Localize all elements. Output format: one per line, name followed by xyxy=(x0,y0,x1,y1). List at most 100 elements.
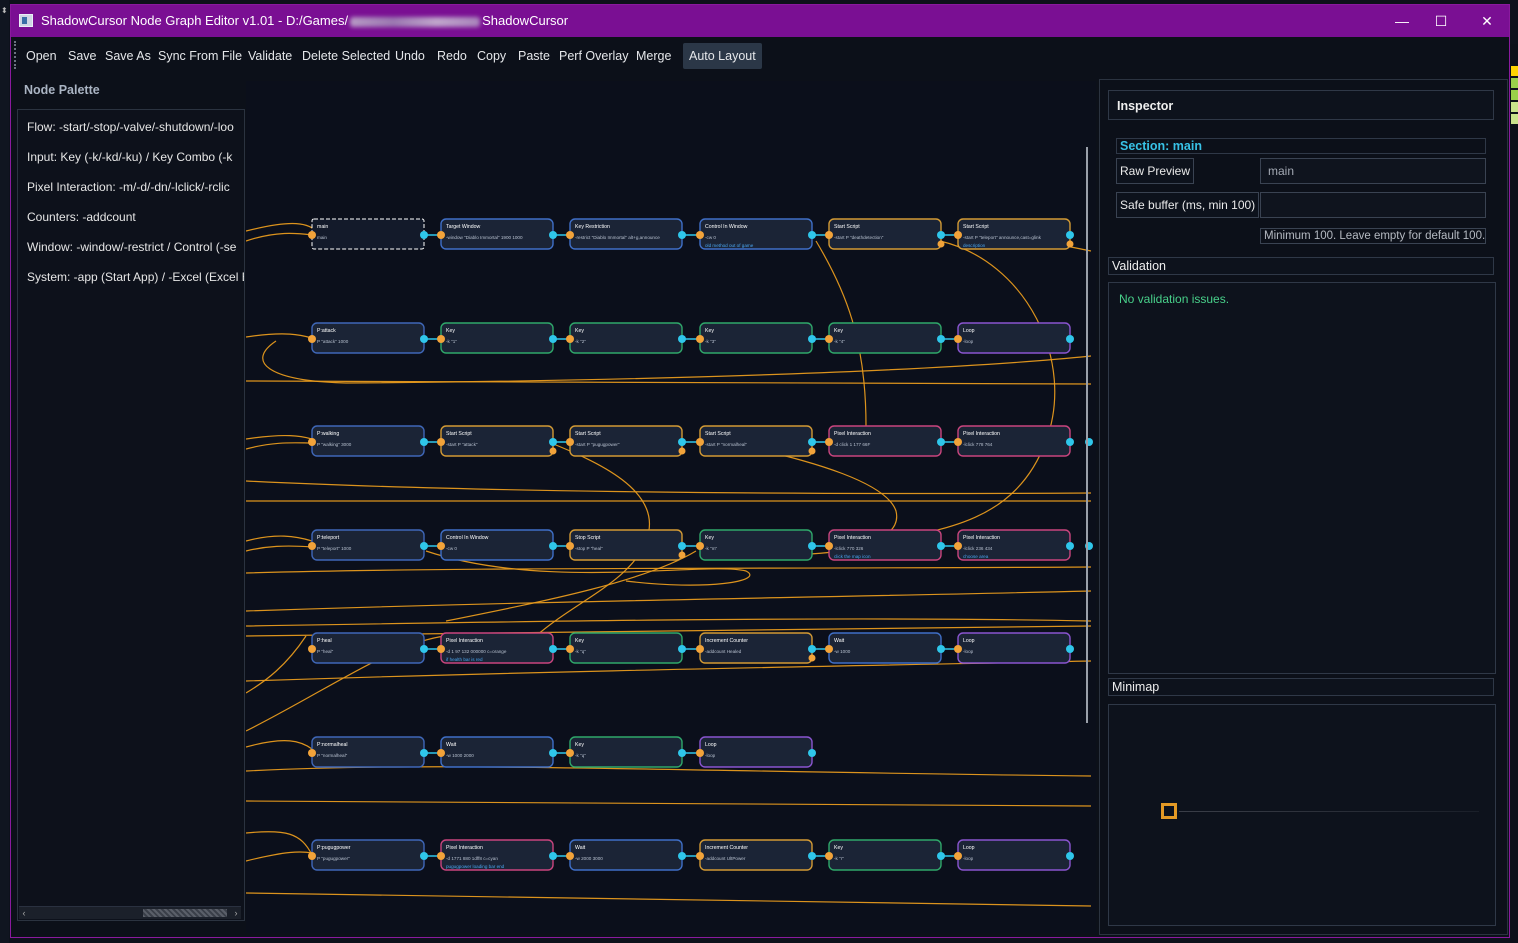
graph-node[interactable]: Key-k "m" xyxy=(682,530,816,560)
graph-node[interactable]: P:pugugpowerP "pugugpower" xyxy=(308,840,428,870)
node-title: P:attack xyxy=(317,328,336,334)
auto-layout-button[interactable]: Auto Layout xyxy=(683,43,762,69)
delete-selected-button[interactable]: Delete Selected xyxy=(300,43,392,69)
validate-button[interactable]: Validate xyxy=(246,43,294,69)
safe-buffer-input[interactable] xyxy=(1260,192,1486,218)
graph-node[interactable]: Key-k "r" xyxy=(812,840,945,870)
title-bar[interactable]: ShadowCursor Node Graph Editor v1.01 - D… xyxy=(11,5,1509,37)
graph-svg: mainmainTarget Window-window "Diablo Imm… xyxy=(246,81,1096,933)
node-params: -loop xyxy=(963,339,974,344)
node-title: Key xyxy=(834,328,843,334)
wire-1 xyxy=(246,233,312,241)
graph-node[interactable]: Key-k "4" xyxy=(812,323,945,353)
graph-node[interactable]: Pixel Interaction-d 1771 880 1dff8 c=cya… xyxy=(424,840,557,870)
node-params: P "teleport" 1000 xyxy=(317,546,352,551)
graph-node[interactable]: P:walking P "walking" 3000 xyxy=(308,426,428,456)
graph-node[interactable]: Key-k "2" xyxy=(553,323,686,353)
node-output-port xyxy=(1066,852,1074,860)
graph-node[interactable]: Pixel Interaction-lclick 778 764 xyxy=(941,426,1074,456)
scroll-left-arrow-icon[interactable]: ‹ xyxy=(19,907,29,919)
node-body xyxy=(829,323,941,353)
graph-node[interactable]: Loop-loop xyxy=(682,737,816,767)
graph-node[interactable]: Start Script-start P "teleport" announce… xyxy=(941,219,1074,249)
graph-node[interactable]: Key-k "3" xyxy=(682,323,816,353)
scrollbar-thumb[interactable] xyxy=(143,909,227,917)
graph-node[interactable]: P:attackP "attack" 1000 xyxy=(308,323,428,353)
palette-item-pixel-interaction[interactable]: Pixel Interaction: -m/-d/-dn/-lclick/-rc… xyxy=(27,180,230,194)
node-title: Pixel Interaction xyxy=(446,638,483,644)
palette-item-counters[interactable]: Counters: -addcount xyxy=(27,210,136,224)
graph-node[interactable]: Key Restriction-restrict "Diablo Immorta… xyxy=(553,219,686,249)
graph-node[interactable]: Key-k "q" xyxy=(553,737,686,767)
graph-node[interactable]: Increment Counter-addcount UltPower xyxy=(682,840,816,870)
node-params: P "walking" 3000 xyxy=(317,442,352,447)
node-title: Increment Counter xyxy=(705,638,748,644)
graph-node[interactable]: Control In Window-cw 0old method out of … xyxy=(682,219,816,249)
canvas-vertical-scrollbar[interactable] xyxy=(1086,147,1088,723)
wire-2 xyxy=(246,334,312,338)
save-button[interactable]: Save xyxy=(66,43,99,69)
safe-buffer-hint: Minimum 100. Leave empty for default 100… xyxy=(1260,228,1486,244)
graph-node[interactable]: Start Script-start P "attack" xyxy=(424,426,557,456)
close-button[interactable]: ✕ xyxy=(1464,5,1510,37)
graph-node[interactable]: Wait-w 2000 3000 xyxy=(553,840,686,870)
node-title: P:heal xyxy=(317,638,332,644)
graph-node[interactable]: P:normalhealP "normalheal" xyxy=(308,737,428,767)
save-as-button[interactable]: Save As xyxy=(103,43,153,69)
node-title: Control In Window xyxy=(446,535,489,541)
graph-node[interactable]: Increment Counter-addcount Healed xyxy=(682,633,816,663)
minimap-viewport[interactable] xyxy=(1161,803,1177,819)
node-title: Pixel Interaction xyxy=(963,431,1000,437)
raw-preview-label[interactable]: Raw Preview xyxy=(1116,158,1194,184)
graph-node[interactable]: P:teleport P "teleport" 1000 xyxy=(308,530,428,560)
minimap[interactable] xyxy=(1108,704,1496,926)
graph-node[interactable]: Pixel Interaction-lclick 236 434choose a… xyxy=(941,530,1074,560)
graph-node[interactable]: Pixel Interaction-lclick 770 326click th… xyxy=(812,530,945,560)
node-params: -addcount UltPower xyxy=(705,856,746,861)
open-button[interactable]: Open xyxy=(24,43,59,69)
graph-node[interactable]: Target Window-window "Diablo Immortal" 1… xyxy=(424,219,557,249)
graph-node[interactable]: Loop-loop xyxy=(941,840,1074,870)
palette-item-input[interactable]: Input: Key (-k/-kd/-ku) / Key Combo (-k xyxy=(27,150,232,164)
graph-node[interactable]: mainmain xyxy=(308,219,428,249)
graph-node[interactable]: Stop Script-stop P "heal" xyxy=(553,530,686,560)
sync-from-file-button[interactable]: Sync From File xyxy=(156,43,244,69)
palette-item-window[interactable]: Window: -window/-restrict / Control (-se xyxy=(27,240,236,254)
graph-canvas[interactable]: mainmainTarget Window-window "Diablo Imm… xyxy=(246,81,1096,933)
palette-item-flow[interactable]: Flow: -start/-stop/-valve/-shutdown/-loo xyxy=(27,120,234,134)
palette-item-system[interactable]: System: -app (Start App) / -Excel (Excel… xyxy=(27,270,245,284)
node-title: P:teleport xyxy=(317,535,340,541)
graph-node[interactable]: Key-k "q" xyxy=(553,633,686,663)
graph-node[interactable]: Start Script-start P "deathdetection" xyxy=(812,219,945,249)
node-input-port xyxy=(566,231,574,239)
toolbar-grip[interactable] xyxy=(14,41,18,69)
redo-button[interactable]: Redo xyxy=(435,43,469,69)
node-input-port xyxy=(308,645,316,653)
graph-node[interactable]: Key-k "1" xyxy=(424,323,557,353)
node-title: P:walking xyxy=(317,431,339,437)
raw-preview-field[interactable]: main xyxy=(1260,158,1486,184)
undo-button[interactable]: Undo xyxy=(393,43,427,69)
graph-node[interactable]: Loop-loop xyxy=(941,633,1074,663)
graph-node[interactable]: Control In Window -cw 0 xyxy=(424,530,557,560)
graph-node[interactable]: Start Script-start P "pugugpower" xyxy=(553,426,686,456)
graph-node[interactable]: Wait-w 1000 2000 xyxy=(424,737,557,767)
copy-button[interactable]: Copy xyxy=(475,43,508,69)
graph-node[interactable]: Pixel Interaction-d click 1 177 66F xyxy=(812,426,945,456)
graph-node[interactable]: Pixel Interaction-d 1 97 132 000000 c=or… xyxy=(424,633,557,663)
merge-button[interactable]: Merge xyxy=(634,43,673,69)
scroll-right-arrow-icon[interactable]: › xyxy=(231,907,241,919)
maximize-button[interactable]: ☐ xyxy=(1418,5,1464,37)
node-params: -cw 0 xyxy=(446,546,457,551)
node-input-port xyxy=(825,645,833,653)
graph-node[interactable]: P:healP "heal" xyxy=(308,633,428,663)
graph-node[interactable]: Start Script-start P "normalheal" xyxy=(682,426,816,456)
app-icon xyxy=(19,14,33,27)
graph-node[interactable]: Loop-loop xyxy=(941,323,1074,353)
palette-horizontal-scrollbar[interactable]: ‹ › xyxy=(19,906,241,919)
validation-title: Validation xyxy=(1108,257,1494,275)
node-input-port xyxy=(308,542,316,550)
perf-overlay-button[interactable]: Perf Overlay xyxy=(557,43,630,69)
paste-button[interactable]: Paste xyxy=(516,43,552,69)
graph-node[interactable]: Wait-w 1000 xyxy=(812,633,945,663)
